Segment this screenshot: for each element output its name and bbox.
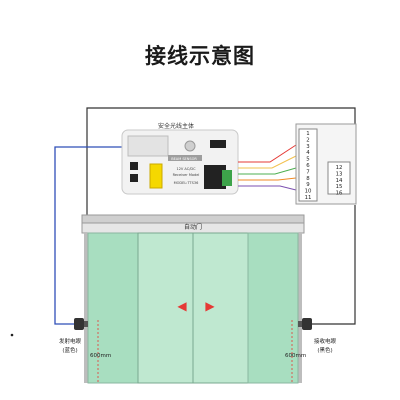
terminal-block <box>295 123 357 205</box>
terminal-number: 15 <box>336 184 343 190</box>
controller-badge: BEAM SENSOR <box>171 157 197 161</box>
wire-blue <box>54 146 138 325</box>
terminal-number: 13 <box>336 171 343 177</box>
terminal-number: 1 <box>306 131 309 137</box>
terminal-number: 16 <box>336 191 343 197</box>
glass-panel-sliding-left <box>137 232 194 384</box>
dot-mark <box>10 333 14 337</box>
door-label: 自动门 <box>184 223 202 231</box>
terminal-number: 3 <box>306 144 309 150</box>
wire-orange <box>238 177 297 181</box>
terminal-number: 10 <box>305 189 312 195</box>
terminal-number: 5 <box>306 157 309 163</box>
receiver-height-label: 600mm <box>285 353 306 359</box>
controller-model: MODEL:TTS36 <box>174 181 199 185</box>
controller-spec-2: Receiver Model <box>173 173 200 177</box>
wire-purple <box>238 185 297 191</box>
wire-yellow <box>238 155 297 169</box>
terminal-number: 12 <box>336 165 343 171</box>
glass-panel-sliding-right <box>192 232 249 384</box>
wire-red <box>238 144 297 163</box>
emitter-sensor-icon <box>74 318 88 330</box>
arrow-right-icon: ▶ <box>205 299 215 313</box>
door-frame <box>81 214 305 383</box>
receiver-color-label: (黑色) <box>317 346 332 354</box>
terminal-number: 7 <box>306 169 309 175</box>
terminal-number: 9 <box>306 182 310 188</box>
terminal-number: 8 <box>306 176 310 182</box>
controller <box>121 129 239 195</box>
emitter-color-label: (蓝色) <box>62 346 77 354</box>
controller-spec: 12V AC/DC <box>176 167 196 171</box>
emitter-label: 发射电眼 <box>59 337 82 345</box>
wire-black-receiver <box>310 205 356 325</box>
glass-panel-fixed-right <box>247 232 299 384</box>
page-title: 接线示意图 <box>145 44 255 68</box>
terminal-number: 4 <box>306 150 310 156</box>
emitter-height-label: 600mm <box>90 353 111 359</box>
controller-label: 安全光线主体 <box>158 122 194 130</box>
terminal-number: 2 <box>306 137 309 143</box>
glass-panel-fixed-left <box>87 232 139 384</box>
arrow-left-icon: ◀ <box>177 299 187 313</box>
terminal-number: 14 <box>336 178 343 184</box>
wire-green <box>238 167 297 175</box>
terminal-number: 6 <box>306 163 310 169</box>
receiver-label: 接收电眼 <box>314 337 337 345</box>
receiver-sensor-icon <box>298 318 312 330</box>
terminal-number: 11 <box>305 195 312 201</box>
